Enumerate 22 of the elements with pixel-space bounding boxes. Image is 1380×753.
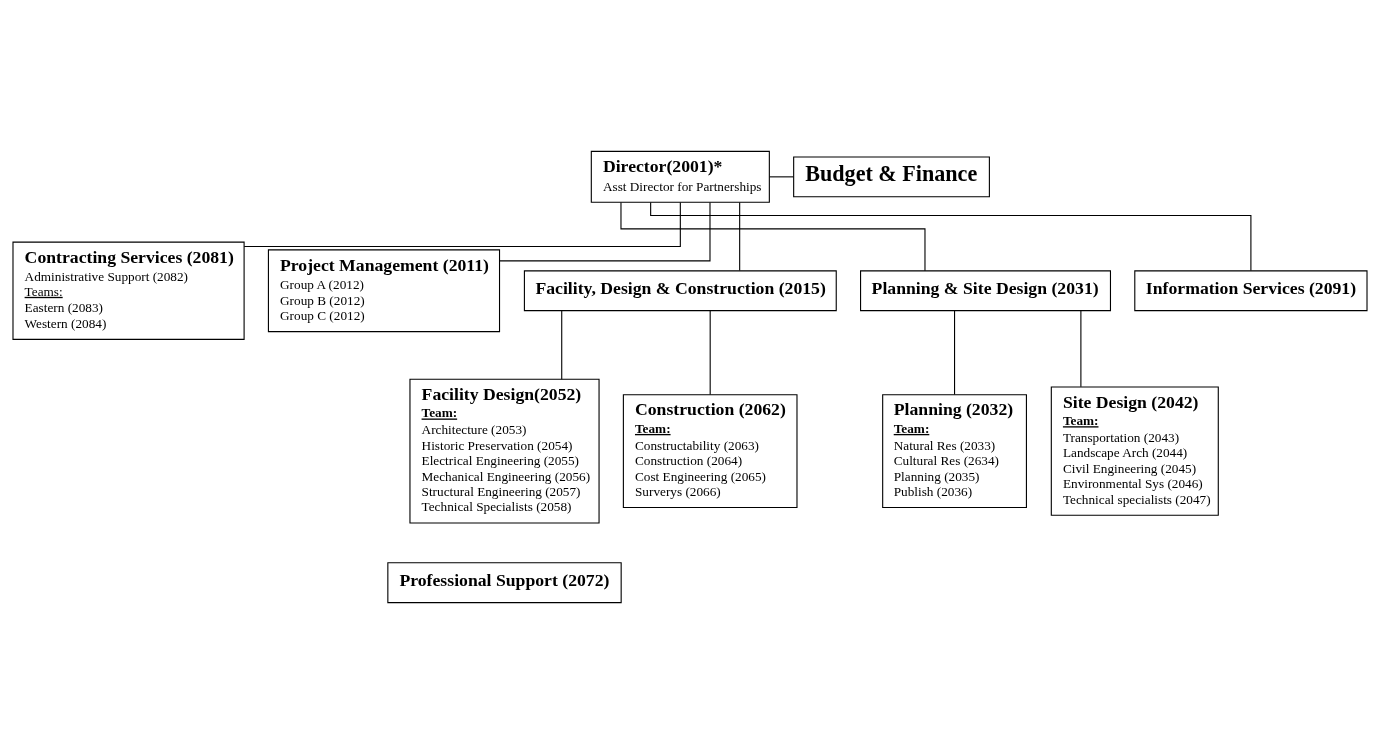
node-box: Contracting Services (2081) Administrative Support (2082) Teams: Eastern (2083) Western (2084): [12, 241, 245, 340]
connector: [769, 175, 794, 177]
connector: [499, 201, 711, 261]
node-box: Information Services (2091): [1134, 269, 1368, 311]
connector: [709, 309, 711, 395]
node-box: Construction (2062) Team: Constructability (2063) Construction (2064) Cost Engineering (2065) Surverys (2066): [622, 393, 798, 508]
node-box: Director(2001)* Asst Director for Partnerships: [590, 150, 770, 203]
node-box: Professional Support (2072): [387, 561, 622, 603]
node-box: Facility, Design & Construction (2015): [523, 269, 837, 311]
node-box: Planning (2032) Team: Natural Res (2033) Cultural Res (2634) Planning (2035) Publish (2036): [882, 393, 1027, 508]
connector: [561, 309, 563, 380]
connector: [1080, 309, 1082, 387]
connector: [620, 201, 926, 271]
node-box: Site Design (2042) Team: Transportation (2043) Landscape Arch (2044) Civil Engineering (2045) Environmental Sys (2046) Technical specialists (2047): [1050, 385, 1219, 516]
node-box: Project Management (2011) Group A (2012) Group B (2012) Group C (2012): [267, 248, 501, 332]
connector: [650, 201, 1252, 271]
node-box: Facility Design(2052) Team: Architecture (2053) Historic Preservation (2054) Electrical Engineering (2055) Mechanical Engineering (2056) Structural Engineering (2057) Technical Specialists (2058): [409, 378, 600, 523]
connector: [243, 201, 681, 247]
connector: [739, 201, 741, 271]
connector: [954, 309, 956, 395]
node-box: Planning & Site Design (2031): [860, 269, 1112, 311]
node-box: Budget & Finance: [793, 155, 990, 197]
